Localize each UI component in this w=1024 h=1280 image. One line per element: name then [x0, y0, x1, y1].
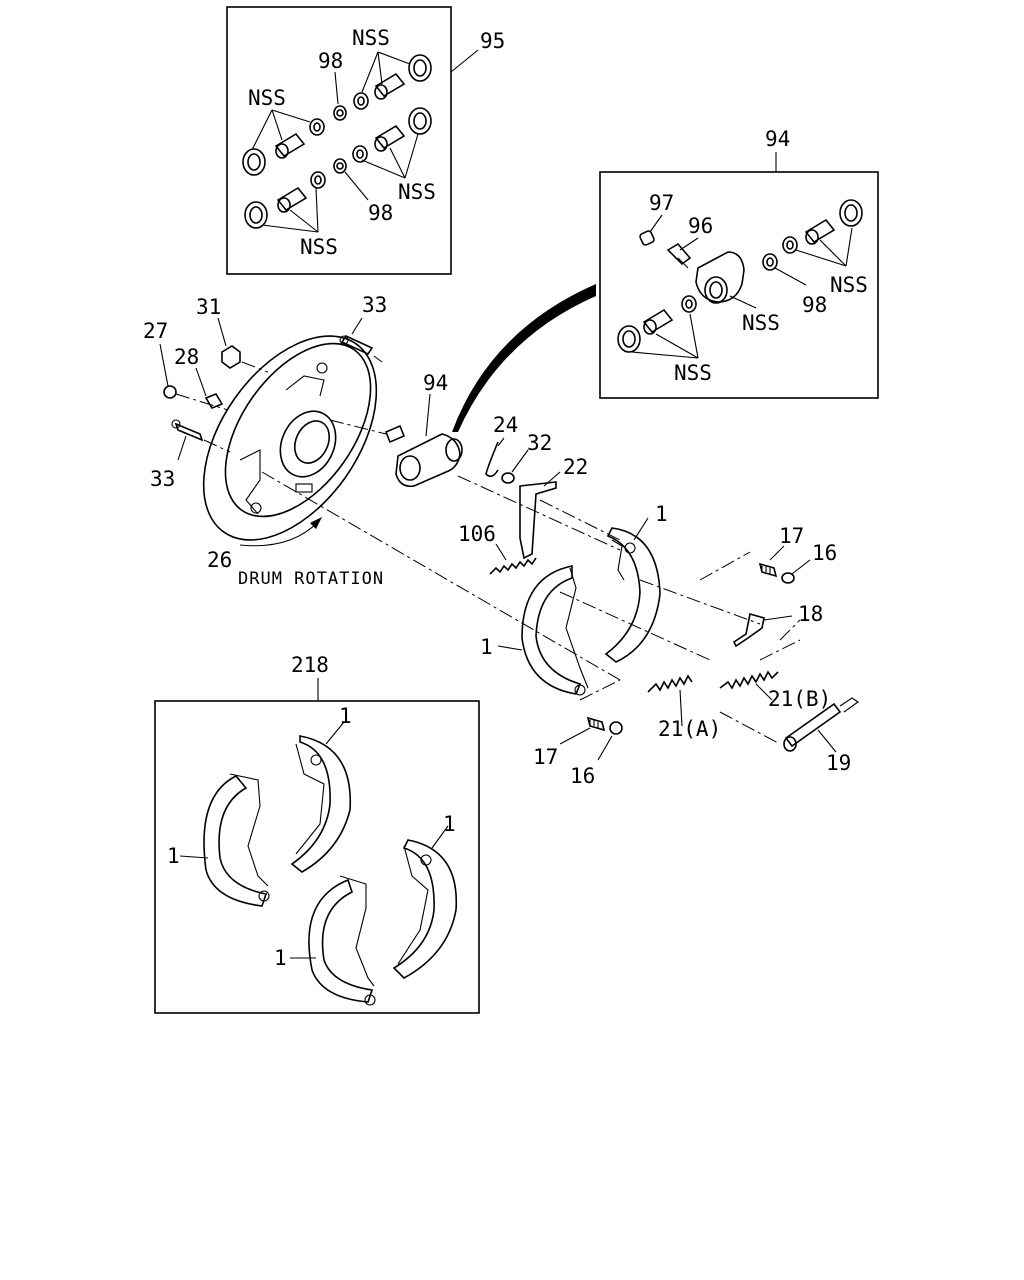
label-32: 32: [527, 431, 552, 455]
label-27: 27: [143, 319, 168, 343]
spring-21b: [719, 670, 779, 701]
bolt-33-upper: [339, 317, 383, 363]
spring-21a: [647, 674, 693, 727]
shoe-kit-218-box: 218 1 1 1 1: [154, 653, 480, 1014]
label-26: 26: [207, 548, 232, 572]
label-95: 95: [480, 29, 505, 53]
label-31: 31: [196, 295, 221, 319]
label-nss-right: NSS: [398, 180, 436, 204]
backing-plate-26: [202, 335, 378, 541]
shoe-kit-shoe-left: [203, 773, 270, 907]
bolt-33-lower: [171, 419, 231, 461]
label-98: 98: [318, 49, 343, 73]
wheel-cylinder-94-box: 94 97 96 NSS 98 NSS NSS: [599, 127, 879, 399]
label-21a: 21(A): [658, 717, 721, 741]
drum-rotation-arrow: [239, 521, 319, 547]
label-28: 28: [174, 345, 199, 369]
label-nss: NSS: [674, 361, 712, 385]
label-94-box: 94: [765, 127, 790, 151]
assembly-lines: [261, 471, 801, 745]
label-nss: NSS: [830, 273, 868, 297]
spring-106: [489, 543, 537, 575]
label-21b: 21(B): [768, 687, 831, 711]
label-nss-bottom: NSS: [300, 235, 338, 259]
label-218: 218: [291, 653, 329, 677]
kit-95-leaders: [251, 51, 419, 233]
washer-16-lower: [597, 721, 623, 761]
shoe-kit-shoe-bottom: [308, 875, 376, 1006]
bolt-31: [217, 317, 269, 373]
label-106: 106: [458, 522, 496, 546]
adjuster-19: [783, 697, 859, 753]
shoe-kit-shoe-lower-right: [392, 825, 458, 979]
drum-rotation-label: DRUM ROTATION: [238, 569, 384, 589]
label-98: 98: [802, 293, 827, 317]
label-1: 1: [443, 812, 456, 836]
label-1: 1: [655, 502, 668, 526]
washer-32: [501, 449, 529, 484]
parking-lever-18: [732, 612, 793, 648]
wheel-cylinder-94: [329, 393, 463, 488]
spring-17-lower: [559, 716, 606, 745]
label-18: 18: [798, 602, 823, 626]
label-1: 1: [274, 946, 287, 970]
label-24: 24: [493, 413, 518, 437]
label-94: 94: [423, 371, 448, 395]
label-nss: NSS: [742, 311, 780, 335]
label-19: 19: [826, 751, 851, 775]
label-1: 1: [167, 844, 180, 868]
wheel-cylinder-94-parts: [617, 199, 863, 353]
label-98: 98: [368, 201, 393, 225]
label-1: 1: [339, 704, 352, 728]
spring-17-upper: [758, 545, 785, 578]
wheel-cylinder-94-leaders: [631, 214, 853, 359]
label-16: 16: [570, 764, 595, 788]
clip-24: [485, 437, 505, 478]
label-97: 97: [649, 191, 674, 215]
kit-95-parts: [242, 54, 432, 229]
nut-27: [159, 343, 229, 411]
callout-swoosh: [452, 284, 596, 432]
label-22: 22: [563, 455, 588, 479]
shoe-kit-shoe-upper-right: [290, 721, 352, 873]
label-nss-left: NSS: [248, 86, 286, 110]
label-16: 16: [812, 541, 837, 565]
label-33: 33: [362, 293, 387, 317]
washer-16-upper: [781, 559, 811, 584]
brake-shoe-leading: [497, 565, 589, 696]
lever-22: [519, 471, 561, 560]
label-96: 96: [688, 214, 713, 238]
label-1: 1: [480, 635, 493, 659]
brake-shoe-trailing: [604, 517, 661, 663]
label-nss-top: NSS: [352, 26, 390, 50]
label-17: 17: [779, 524, 804, 548]
label-33: 33: [150, 467, 175, 491]
kit-95-box: 95 NSS 98 NSS: [226, 6, 505, 275]
bushing-28: [195, 367, 224, 409]
label-17: 17: [533, 745, 558, 769]
